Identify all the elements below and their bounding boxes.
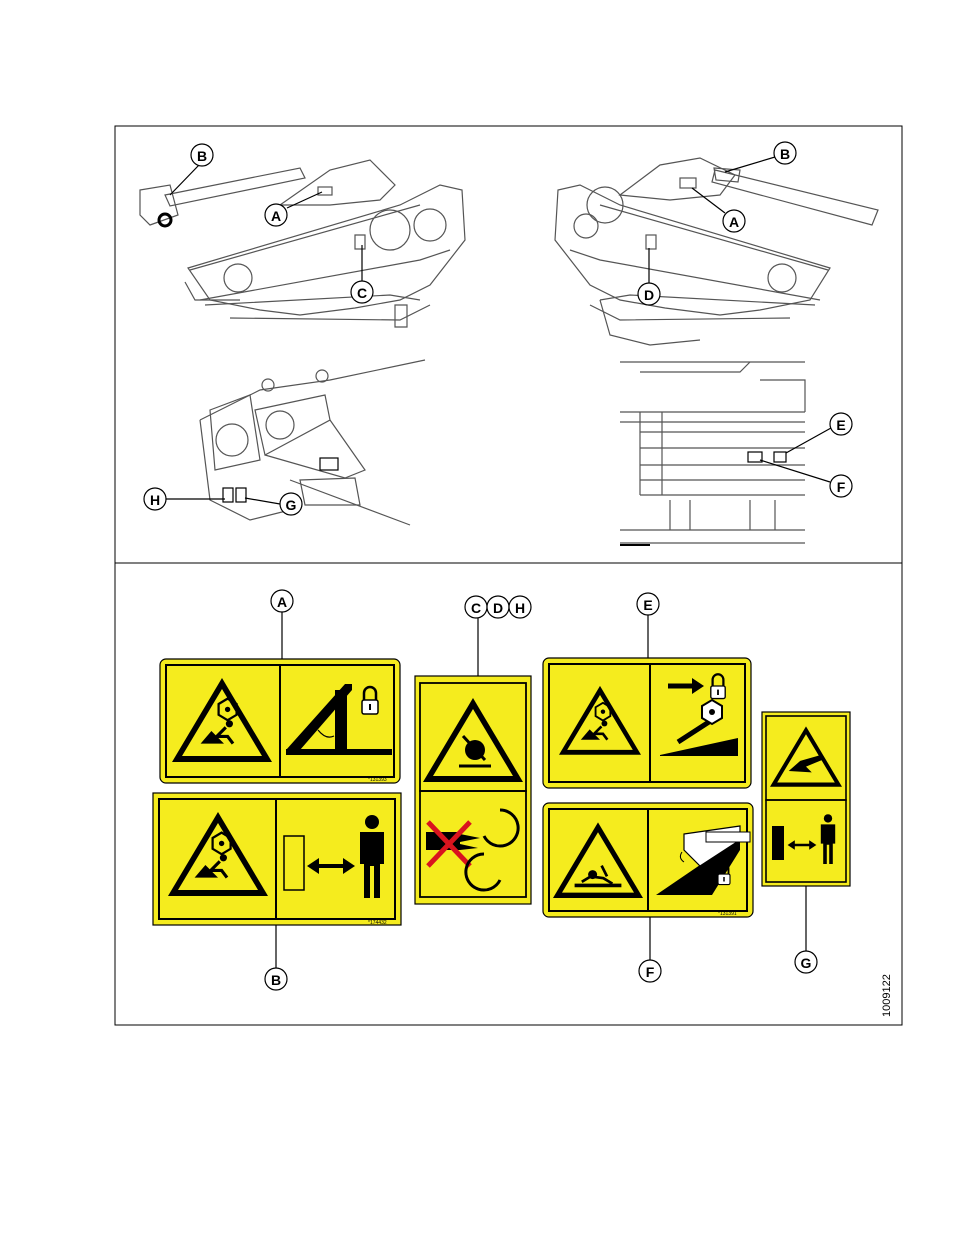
decal-A-part-number: *131393 <box>368 777 387 783</box>
decal-F: *131391 <box>542 802 754 918</box>
decal-G <box>761 711 851 887</box>
reel-arm-lock-icon <box>660 698 738 756</box>
callout-decal-F: F <box>646 964 655 980</box>
callout-decal-C: C <box>471 600 481 616</box>
callout-decal-D: D <box>493 600 503 616</box>
callout-decal-A: A <box>277 594 287 610</box>
decal-CDH <box>414 675 532 905</box>
callout-top-right-D: D <box>644 287 654 303</box>
rotating-auger-icon <box>464 808 520 892</box>
decal-callouts <box>264 589 818 991</box>
callout-mid-right-E: E <box>836 417 845 433</box>
callout-top-right-A: A <box>729 214 739 230</box>
figure-frame <box>114 125 903 1026</box>
decal-A: *131393 <box>159 658 401 784</box>
callout-top-right-B: B <box>780 146 790 162</box>
warning-triangle-icon <box>423 698 523 782</box>
callout-mid-left-H: H <box>150 492 160 508</box>
decal-F-part-number: *131391 <box>718 911 737 917</box>
block-icon <box>772 826 784 860</box>
callout-mid-left-G: G <box>286 497 297 513</box>
callout-top-left-B: B <box>197 148 207 164</box>
machine-view-top-right <box>554 157 879 346</box>
raised-reel-lock-icon <box>286 684 392 755</box>
callout-decal-G: G <box>801 955 812 971</box>
decal-B-part-number: *174432 <box>368 920 387 926</box>
arrow-to-lock-icon <box>668 678 704 694</box>
machine-view-top-left <box>139 159 466 328</box>
reel-block-icon <box>283 835 305 891</box>
callout-top-left-C: C <box>357 285 367 301</box>
machine-view-mid-left <box>199 359 426 526</box>
warning-triangle-icon <box>553 822 643 898</box>
decal-B: *174432 <box>152 792 402 926</box>
warning-triangle-icon <box>770 726 842 787</box>
callout-top-left-A: A <box>271 208 281 224</box>
machine-callouts <box>143 141 853 516</box>
callout-mid-right-F: F <box>837 479 846 495</box>
decal-E <box>542 657 752 789</box>
figure-id: 1009122 <box>881 974 893 1017</box>
callout-decal-B: B <box>271 972 281 988</box>
prohibited-hand-icon <box>426 820 480 868</box>
callout-decal-H: H <box>515 600 525 616</box>
callout-decal-E: E <box>643 597 652 613</box>
machine-view-mid-right <box>620 361 806 546</box>
